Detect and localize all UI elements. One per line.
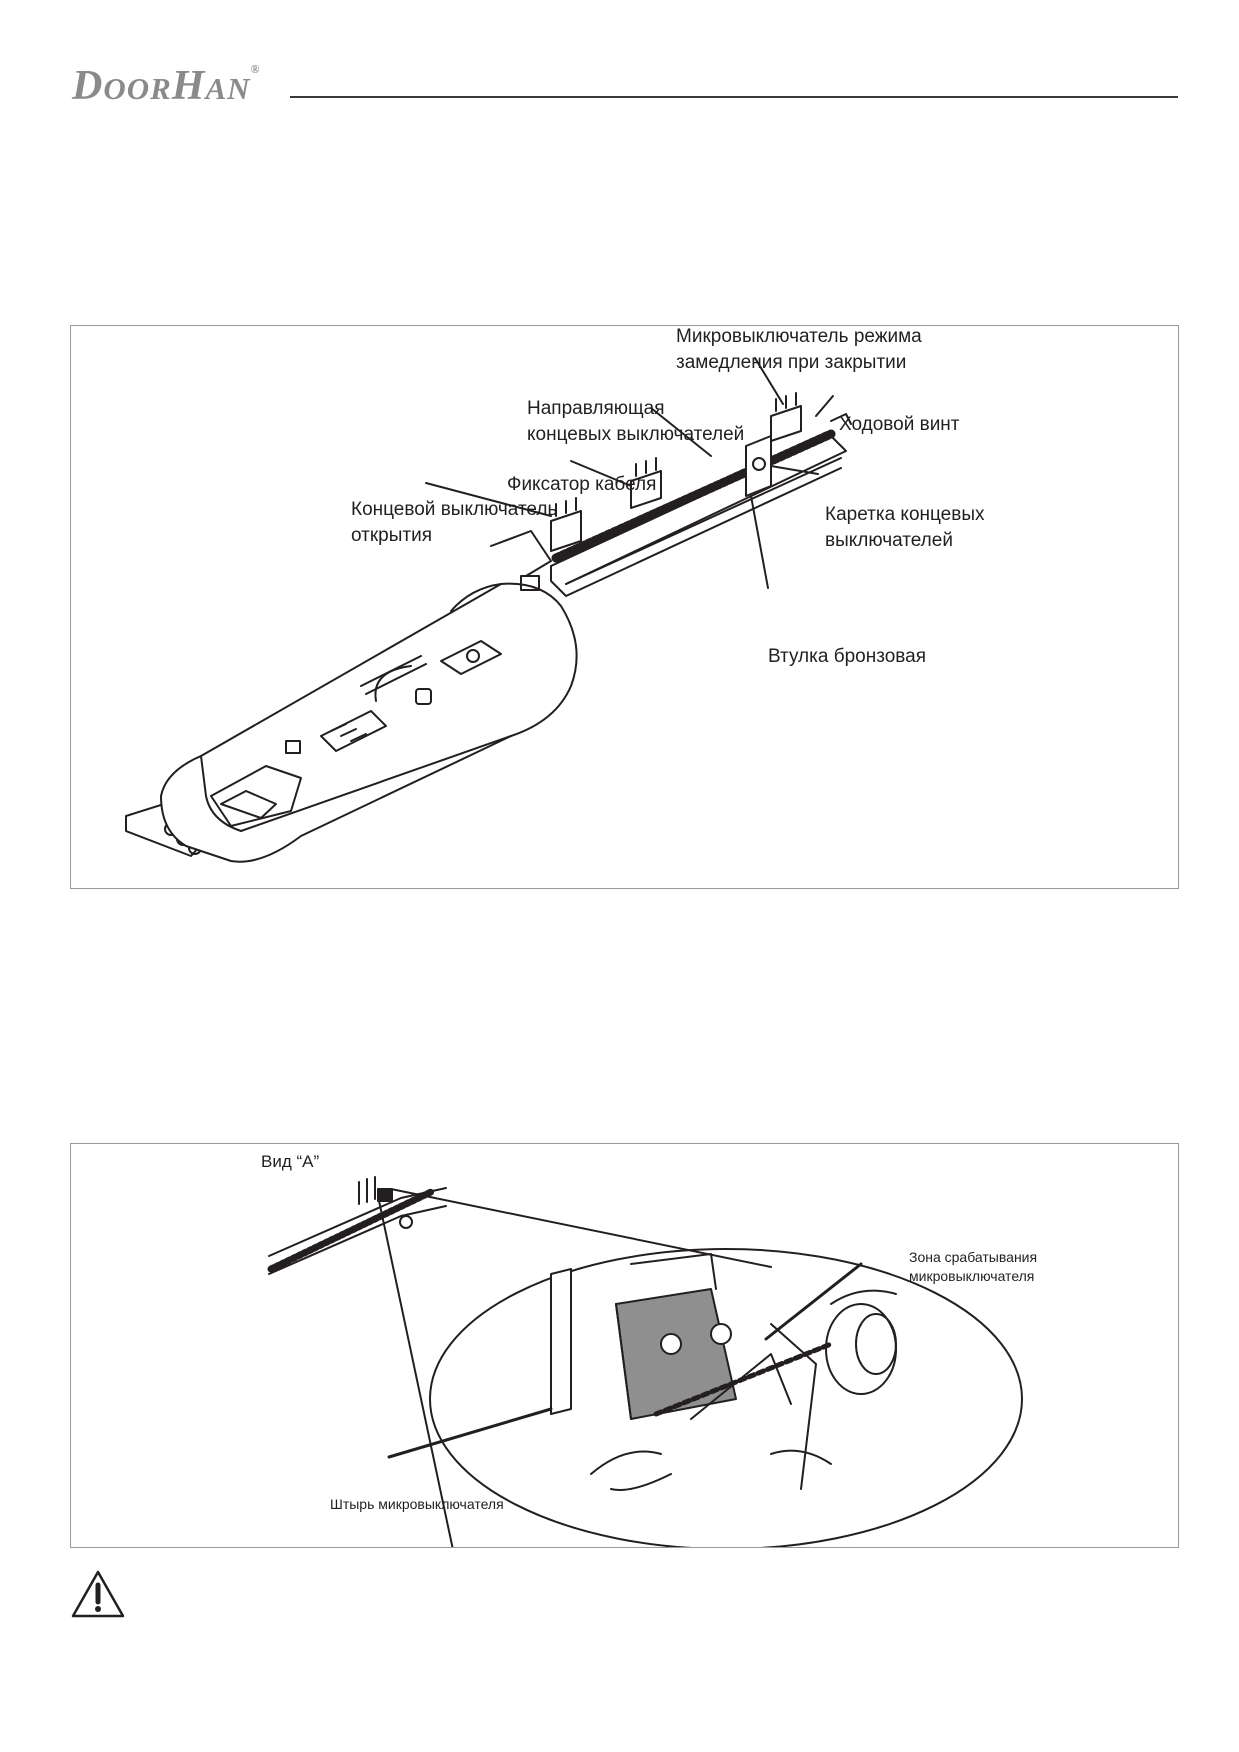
label-view-a: Вид “А” (261, 1152, 320, 1171)
logo-letter-d: D (72, 63, 104, 109)
label-lead-screw: Ходовой винт (839, 414, 960, 435)
view-a-figure: Вид “А” Зона срабатывания микровыключате… (70, 1143, 1179, 1548)
doorhan-logo: DOORHAN® (72, 62, 261, 110)
logo-letter-h: H (171, 63, 206, 109)
label-guide-rail: Направляющая концевых выключателей (527, 398, 745, 445)
logo-letters-an: AN (205, 71, 251, 106)
registered-mark: ® (250, 62, 261, 76)
label-switch-pin: Штырь микровыключателя (330, 1496, 504, 1512)
label-open-limit-switch: Концевой выключатель открытия (351, 499, 558, 546)
label-bronze-bushing: Втулка бронзовая (768, 646, 927, 667)
label-carriage: Каретка концевых выключателей (825, 504, 985, 551)
label-slowdown-switch: Микровыключатель режима замедления при з… (676, 326, 922, 373)
drive-unit-figure: Микровыключатель режима замедления при з… (70, 325, 1179, 889)
warning-triangle-icon (70, 1568, 126, 1620)
drive-unit-illustration (125, 357, 852, 863)
label-cable-clamp: Фиксатор кабеля (507, 474, 657, 495)
label-trigger-zone: Зона срабатывания микровыключателя (909, 1249, 1038, 1284)
logo-letters-oor: OOR (103, 71, 172, 106)
header-rule (290, 96, 1178, 98)
view-a-illustration (267, 1176, 1023, 1547)
